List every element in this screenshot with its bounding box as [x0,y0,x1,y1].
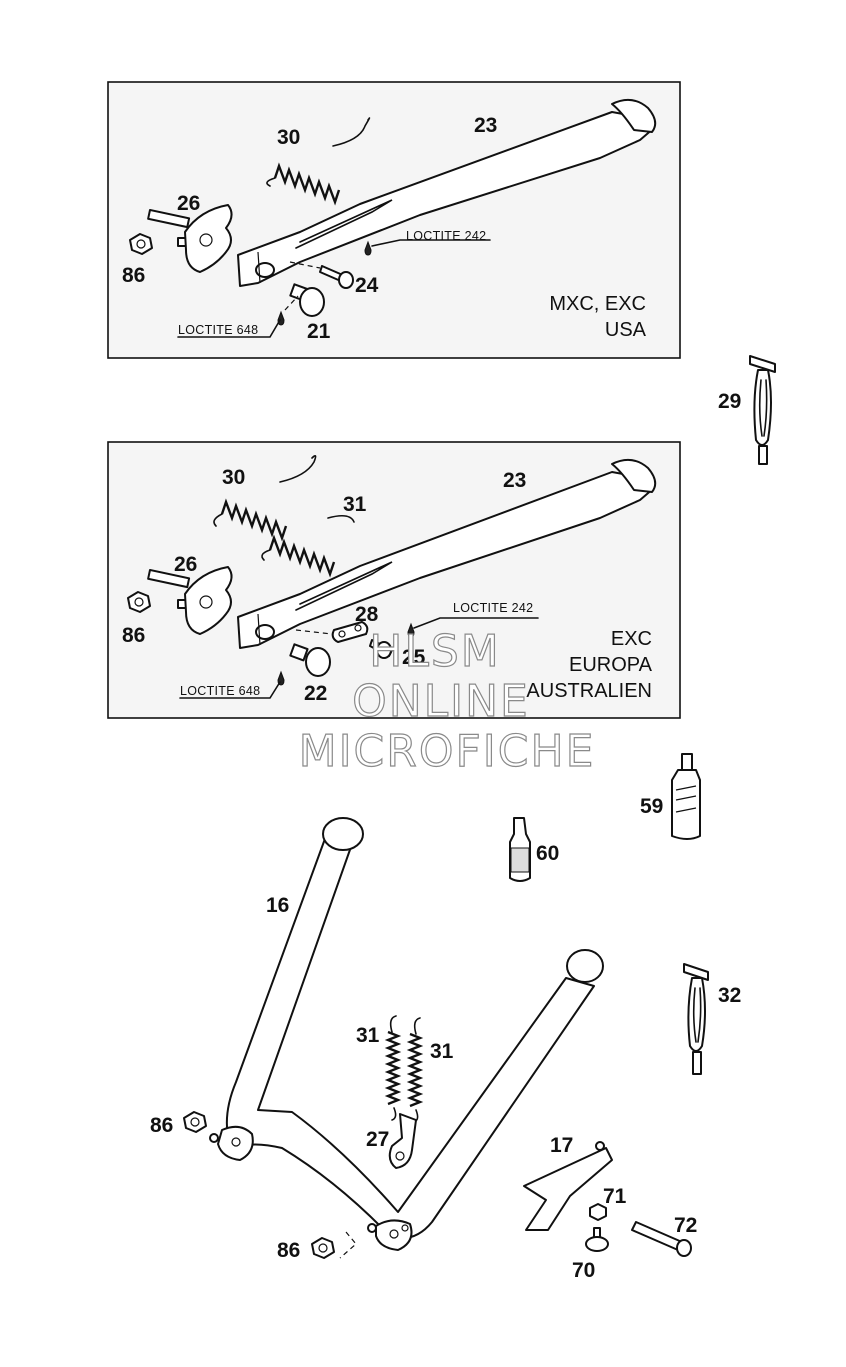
side-stand-icon [237,458,657,649]
watermark-line: MICROFICHE [299,726,596,777]
part-number: 16 [266,894,289,917]
spring-icon [261,514,355,578]
panel-exc-europa-australien: 30 23 31 26 86 28 25 22 LOCTITE 242 LOCT… [107,441,681,719]
part-number: 86 [277,1239,300,1262]
stand-plate-icon: 17 [523,1134,613,1231]
part-number: 86 [122,624,145,647]
screw-icon [289,240,372,289]
spring-icon: 31 [406,1017,454,1123]
part-number: 86 [150,1114,173,1137]
bushing-icon [277,283,325,326]
part-number: 71 [603,1185,627,1208]
lock-nut-icon: 86 [277,1237,335,1262]
loctite-label: LOCTITE 242 [453,601,533,615]
part-number: 70 [572,1259,595,1282]
part-number: 29 [718,390,741,413]
part-number: 22 [304,682,327,705]
screw-icon [369,622,415,659]
watermark-line: HLSM [369,626,501,677]
part-number: 17 [550,1134,573,1157]
spring-icon [266,117,371,206]
part-number: 23 [503,469,526,492]
part-number: 86 [122,264,145,287]
spring-hook-tool-icon: 32 [683,963,741,1075]
part-number: 27 [366,1128,389,1151]
lock-nut-icon: 71 [589,1185,627,1221]
side-stand-icon [237,98,657,287]
watermark-line: ONLINE [352,676,530,727]
watermark: HLSM ONLINE MICROFICHE [298,625,596,777]
part-number: 31 [343,493,367,516]
pivot-bolt-icon [147,566,233,635]
loctite-bottle-icon: 60 [509,817,559,882]
lock-nut-icon [127,591,151,613]
bolt-icon: 72 [631,1214,697,1257]
part-number: 23 [474,114,497,137]
region-label: EUROPA [569,654,653,676]
region-label: AUSTRALIEN [526,680,652,702]
spring-hook-tool-icon: 29 [718,355,776,465]
part-number: 31 [356,1024,380,1047]
loctite-label: LOCTITE 648 [180,684,260,698]
bushing-icon [277,643,331,686]
part-number: 28 [355,603,379,626]
part-number: 26 [177,192,200,215]
part-number: 30 [222,466,245,489]
lock-nut-icon: 86 [150,1111,207,1137]
spring-icon: 31 [356,1015,402,1121]
panel-mxc-exc-usa: 30 23 26 86 24 21 LOCTITE 242 LOCTITE 64… [107,81,681,359]
part-number: 21 [307,320,331,343]
loctite-label: LOCTITE 648 [178,323,258,337]
part-number: 24 [355,274,379,297]
part-number: 31 [430,1040,454,1063]
spring-icon [213,454,317,542]
loctite-bottle-icon: 59 [640,753,701,840]
bracket-icon: 27 [366,1113,417,1169]
part-number: 72 [674,1214,697,1237]
part-number: 60 [536,842,559,865]
pivot-bolt-icon [147,204,233,273]
part-number: 32 [718,984,741,1007]
part-number: 25 [402,646,426,669]
region-label: MXC, EXC [549,293,646,315]
part-number: 26 [174,553,197,576]
part-number: 59 [640,795,663,818]
bump-stop-icon: 70 [572,1227,609,1282]
loctite-label: LOCTITE 242 [406,229,486,243]
region-label: EXC [611,628,652,650]
part-number: 30 [277,126,300,149]
center-stand-icon: 16 [209,817,604,1259]
plate-icon [295,621,369,643]
lock-nut-icon [129,233,153,255]
region-label: USA [605,319,647,341]
